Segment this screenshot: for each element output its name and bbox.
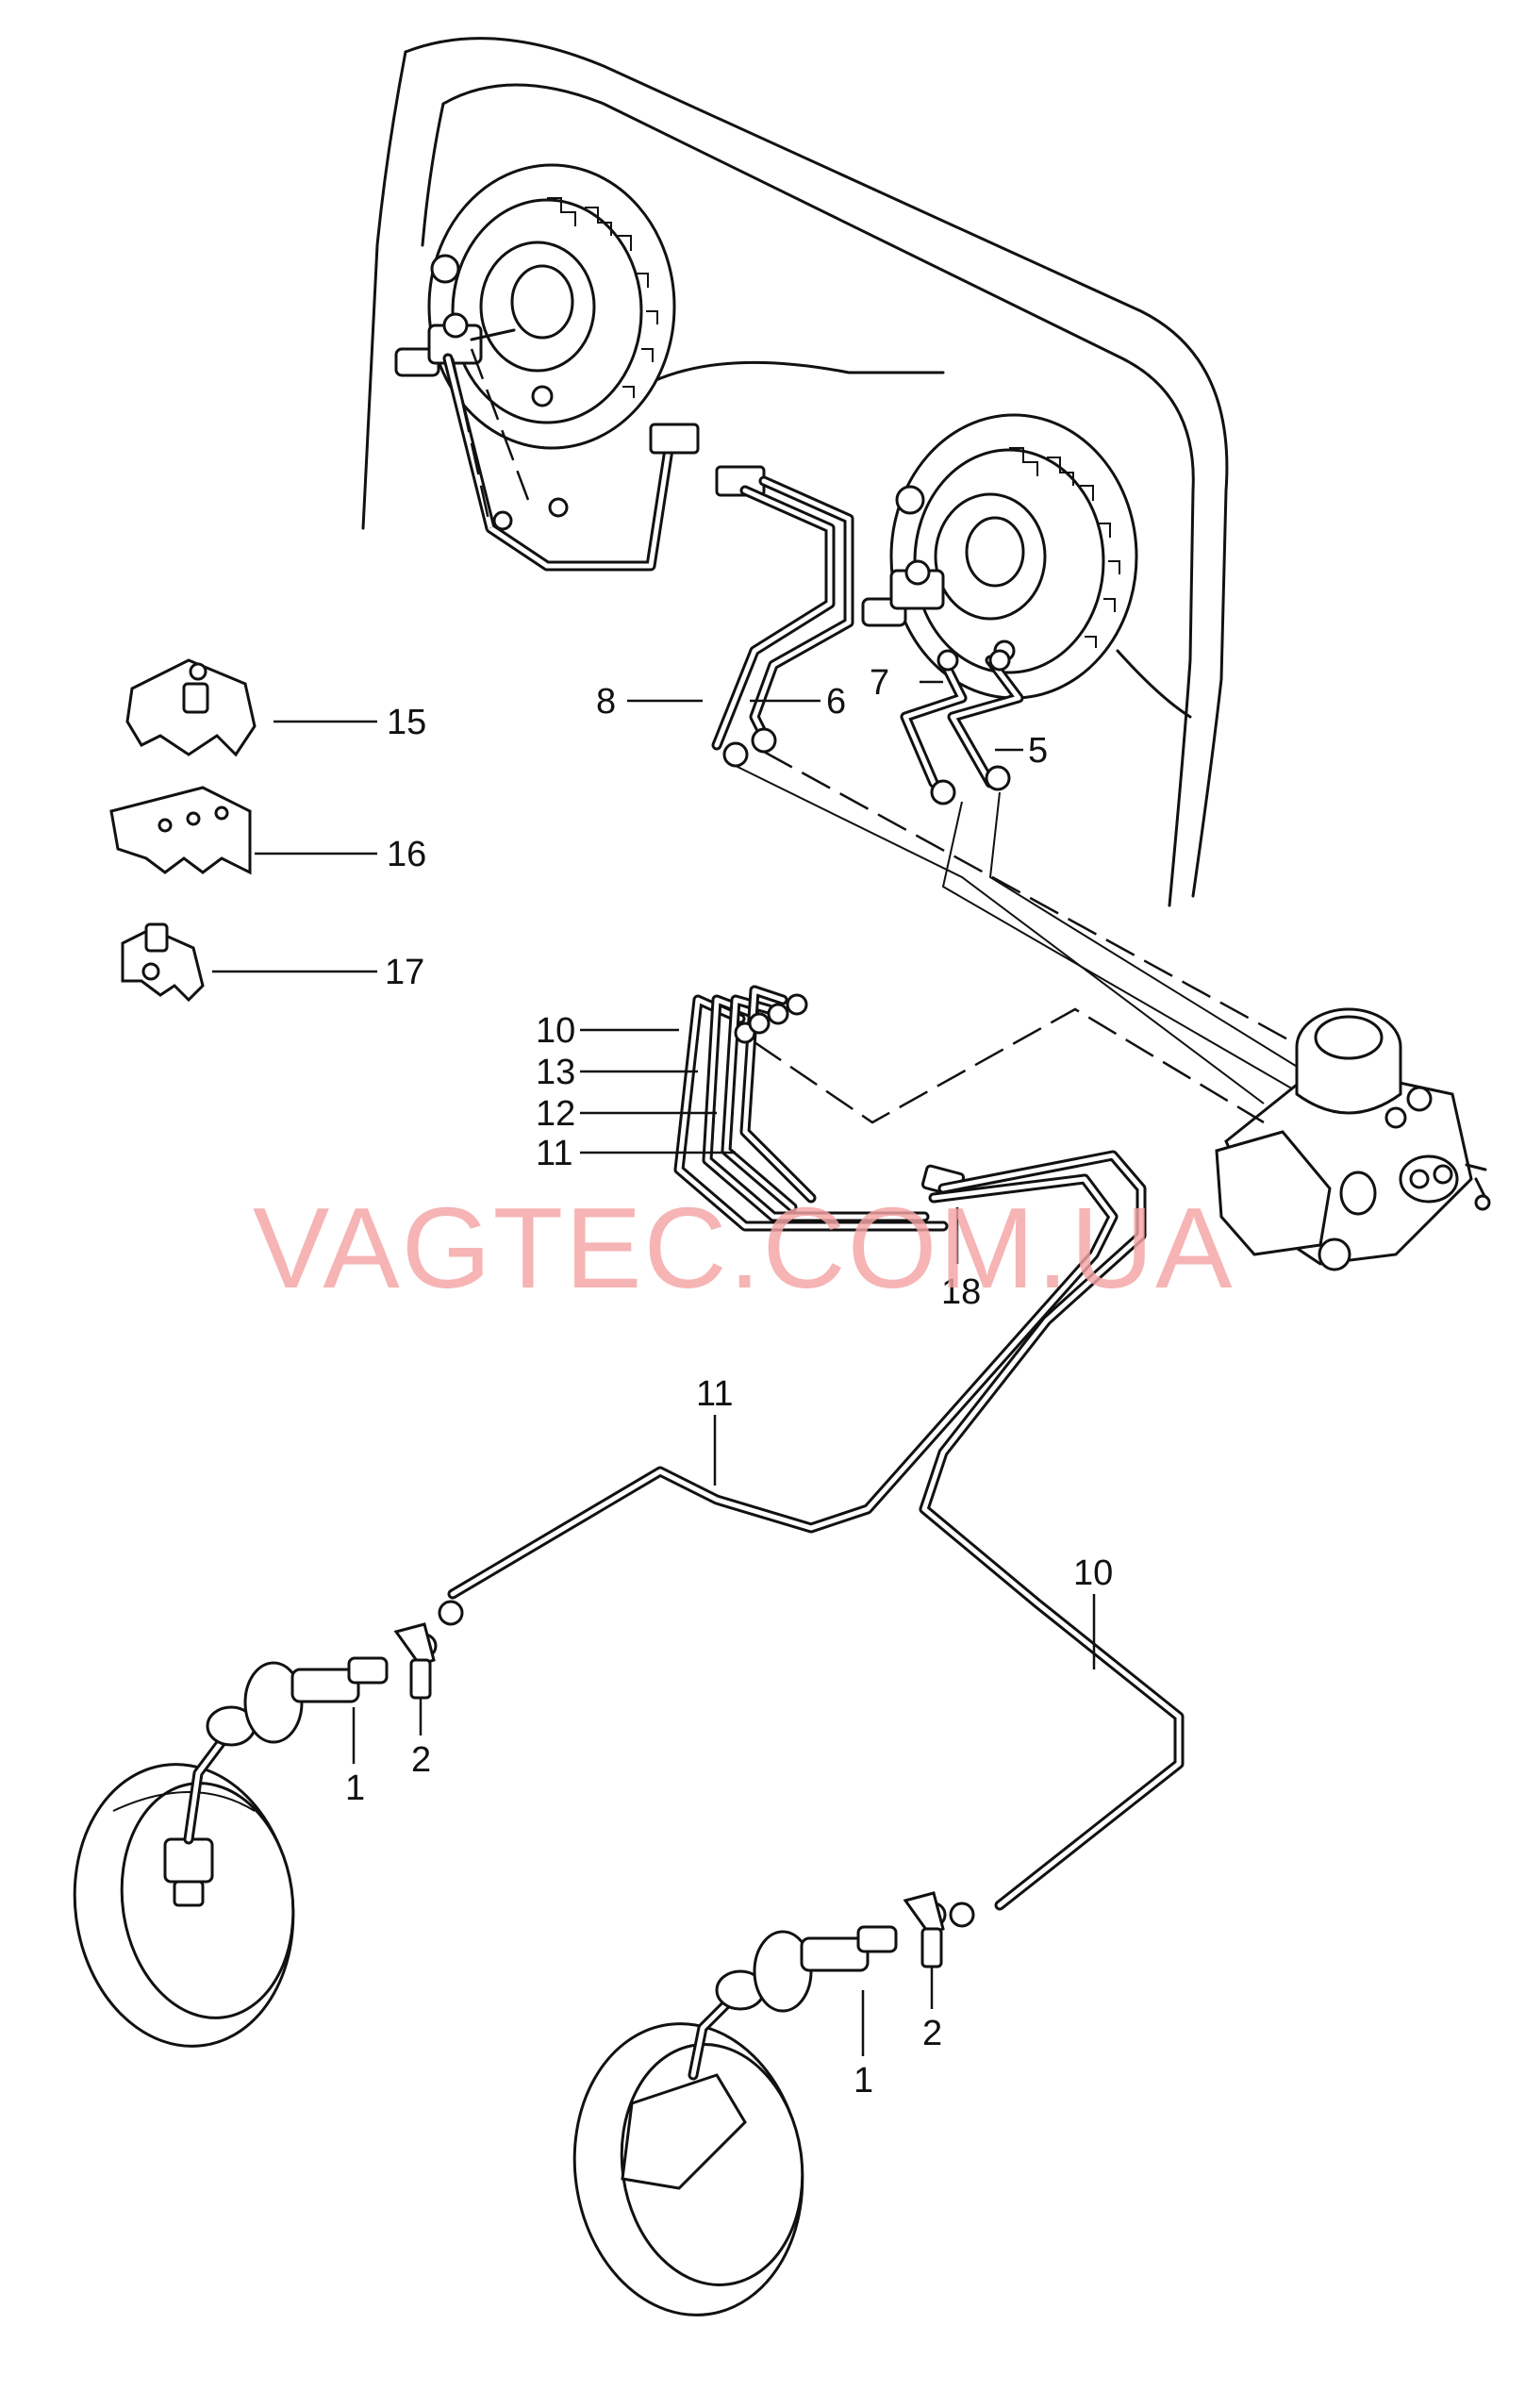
callout-16: 16 (387, 835, 426, 874)
brake-booster-left (394, 163, 676, 450)
lines-6-8 (711, 475, 1302, 1104)
callout-11-lower: 11 (696, 1374, 733, 1414)
watermark: VAGTEC.COM.UA (253, 1184, 1234, 1312)
callout-labels: 15 16 17 8 6 7 5 10 13 12 11 18 11 10 1 … (345, 663, 1113, 2101)
callout-13: 13 (536, 1053, 575, 1092)
callout-17: 17 (385, 953, 424, 992)
brake-booster-right (861, 413, 1138, 700)
callout-12: 12 (536, 1094, 575, 1134)
callout-15: 15 (387, 703, 426, 742)
wheel-brake-right (572, 1891, 975, 2317)
lines-5-7 (900, 649, 1312, 1095)
abs-hydraulic-unit (1215, 1007, 1491, 1271)
callout-10: 10 (536, 1011, 575, 1051)
callout-10-lower: 10 (1073, 1553, 1113, 1593)
callout-7: 7 (870, 663, 889, 703)
callout-2-left: 2 (411, 1740, 431, 1780)
clip-17 (121, 922, 205, 1003)
callout-1-left: 1 (345, 1769, 365, 1808)
lines-bundle-10-13 (447, 985, 1265, 1911)
wheel-brake-left (73, 1600, 464, 2048)
callout-1-right: 1 (854, 2061, 873, 2101)
lines-left-booster (442, 348, 766, 572)
callout-18: 18 (941, 1272, 981, 1312)
callout-6: 6 (826, 682, 846, 722)
callout-2-right: 2 (922, 2014, 942, 2053)
callout-5: 5 (1028, 731, 1048, 771)
bulkhead-outline (361, 37, 1229, 907)
clip-15 (125, 658, 257, 757)
leader-lines (212, 680, 1096, 2056)
callout-11: 11 (536, 1134, 572, 1173)
callout-8: 8 (596, 682, 616, 722)
clip-16 (109, 786, 252, 875)
